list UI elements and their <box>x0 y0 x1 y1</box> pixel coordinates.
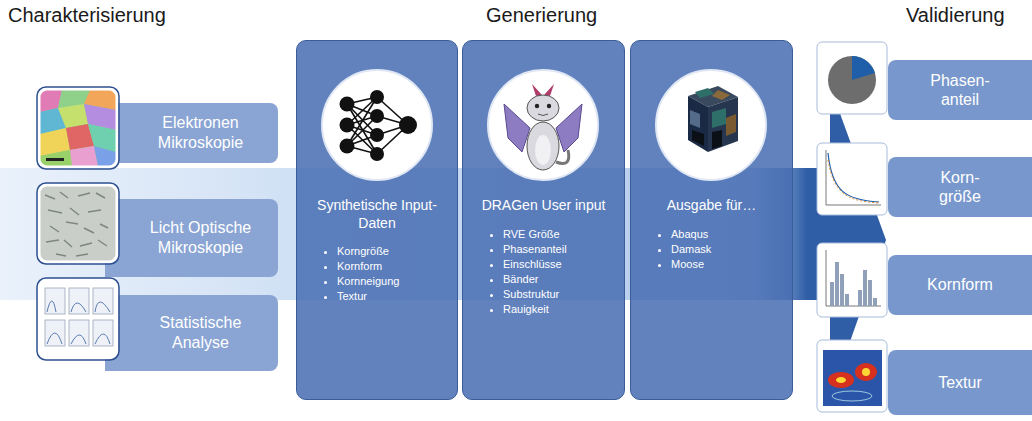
bullet-item: Kornform <box>337 259 447 274</box>
process-panel: Synthetische Input-DatenKorngrößeKornfor… <box>296 40 458 400</box>
bullet-item: RVE Größe <box>503 227 614 242</box>
validation-box: Kornform <box>888 255 1032 315</box>
method-box: Elektronen Mikroskopie <box>105 103 278 163</box>
optical-image <box>37 183 119 264</box>
texture-map-icon <box>817 340 887 412</box>
bullet-item: Moose <box>671 257 782 272</box>
statistics-image <box>37 278 119 360</box>
rve-cube <box>656 70 766 180</box>
column-heading: Validierung <box>906 4 1005 27</box>
process-panel: Ausgabe für… AbaqusDamaskMoose <box>630 40 793 400</box>
box-label: Kornform <box>927 275 993 294</box>
box-label: Korn- größe <box>920 168 1000 206</box>
line-chart-icon <box>817 143 887 215</box>
method-box: Licht Optische Mikroskopie <box>105 199 278 277</box>
bullet-item: Kornneigung <box>337 274 447 289</box>
pie-chart-icon <box>817 42 887 114</box>
panel-heading: Ausgabe für… <box>641 197 782 215</box>
bullet-item: Bänder <box>503 272 614 287</box>
histogram-icon <box>817 243 887 317</box>
column-heading: Generierung <box>486 4 597 27</box>
panel-heading: DRAGen User input <box>473 197 614 215</box>
box-label: Textur <box>938 373 982 392</box>
bullet-list: KorngrößeKornformKornneigungTextur <box>307 244 447 304</box>
ebsd-image <box>37 87 119 169</box>
bullet-item: Korngröße <box>337 244 447 259</box>
bullet-item: Einschlüsse <box>503 257 614 272</box>
neural-network-icon <box>322 70 432 180</box>
panel-heading: Synthetische Input-Daten <box>307 197 447 232</box>
bullet-item: Substruktur <box>503 287 614 302</box>
bullet-item: Phasenanteil <box>503 242 614 257</box>
bullet-item: Textur <box>337 289 447 304</box>
dragon-mascot <box>488 70 598 180</box>
column-heading: Charakterisierung <box>8 4 166 27</box>
box-label: Statistische Analyse <box>131 313 270 353</box>
bullet-item: Abaqus <box>671 227 782 242</box>
bullet-item: Damask <box>671 242 782 257</box>
bullet-item: Rauigkeit <box>503 302 614 317</box>
process-panel: DRAGen User inputRVE GrößePhasenanteilEi… <box>462 40 625 400</box>
box-label: Phasen- anteil <box>920 71 1000 109</box>
bullet-list: RVE GrößePhasenanteilEinschlüsseBänderSu… <box>473 227 614 317</box>
box-label: Elektronen Mikroskopie <box>131 113 270 153</box>
method-box: Statistische Analyse <box>105 295 278 371</box>
validation-box: Textur <box>888 350 1032 415</box>
bullet-list: AbaqusDamaskMoose <box>641 227 782 272</box>
validation-box: Phasen- anteil <box>888 60 1032 120</box>
box-label: Licht Optische Mikroskopie <box>131 218 270 258</box>
validation-box: Korn- größe <box>888 157 1032 217</box>
